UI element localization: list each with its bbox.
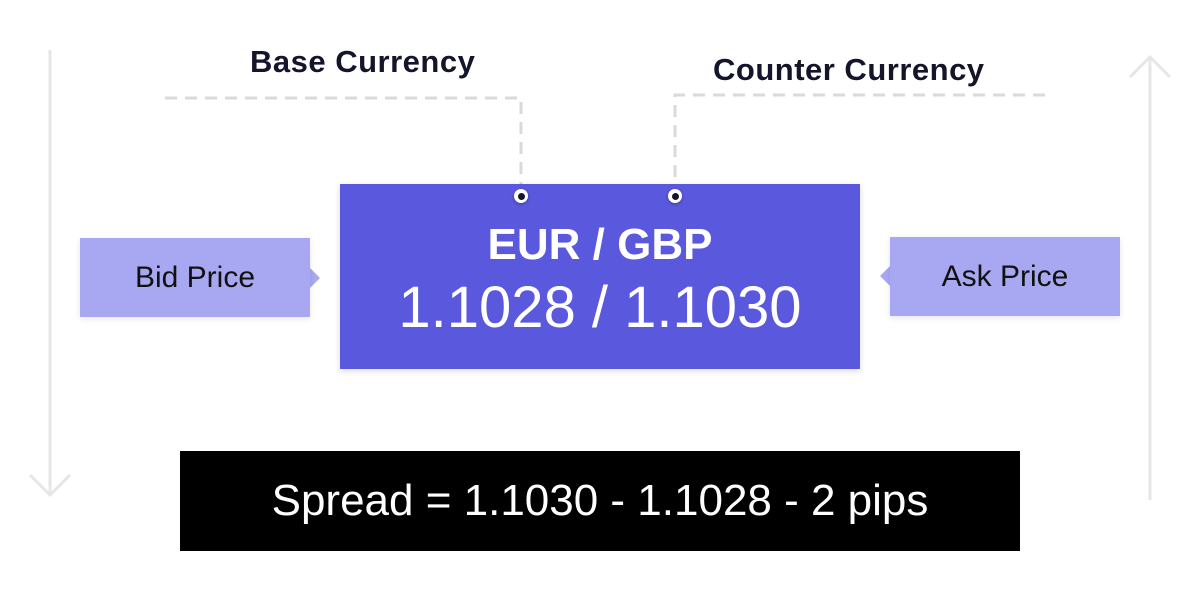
base-currency-connector — [165, 96, 523, 190]
quote-box: EUR / GBP 1.1028 / 1.1030 — [340, 184, 860, 369]
down-arrow-icon — [28, 50, 72, 498]
counter-currency-label: Counter Currency — [713, 52, 985, 87]
up-arrow-icon — [1128, 54, 1172, 500]
ask-price-box: Ask Price — [890, 237, 1120, 316]
base-currency-marker — [514, 189, 528, 203]
spread-formula: Spread = 1.1030 - 1.1028 - 2 pips — [271, 476, 929, 525]
quote-prices: 1.1028 / 1.1030 — [398, 275, 802, 340]
bid-price-label: Bid Price — [134, 260, 256, 294]
spread-box: Spread = 1.1030 - 1.1028 - 2 pips — [180, 451, 1020, 551]
ask-price-label: Ask Price — [941, 259, 1069, 293]
bid-price-box: Bid Price — [80, 238, 310, 317]
counter-currency-connector — [673, 93, 1045, 190]
counter-currency-marker — [668, 189, 682, 203]
base-currency-label: Base Currency — [250, 44, 476, 79]
currency-pair: EUR / GBP — [487, 220, 713, 269]
